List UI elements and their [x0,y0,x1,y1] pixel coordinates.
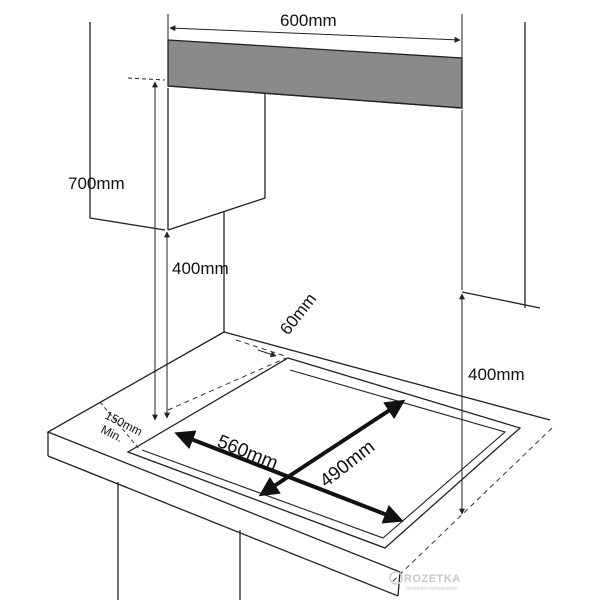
label-400mm-left: 400mm [172,259,229,278]
rozetka-watermark: ROZETKA интернет-супермаркет [389,571,461,592]
range-hood [167,39,463,109]
label-600mm: 600mm [280,11,337,30]
rozetka-logo-icon [389,571,403,585]
label-490mm: 490mm [316,436,379,492]
dim-700-height: 700mm [68,77,166,421]
wall-cabinet [167,88,266,231]
watermark-tagline: интернет-супермаркет [406,586,459,592]
worktop [46,331,551,597]
dim-400-left: 400mm [164,231,229,419]
watermark-brand: ROZETKA [404,573,461,585]
dim-400-right: 400mm [459,110,525,515]
label-700mm: 700mm [68,174,125,193]
left-wall [89,22,166,231]
base-cabinet [117,482,241,600]
dim-600-width: 600mm [167,11,463,58]
right-wall [461,22,541,309]
clearance-dashed-lines [99,339,553,583]
dim-150-clearance: 150mm Min. [99,408,145,445]
label-60mm: 60mm [276,290,320,339]
label-400mm-right: 400mm [468,365,525,384]
label-560mm: 560mm [214,431,281,474]
dim-60-gap: 60mm [257,290,320,358]
dim-490-cutout: 490mm [258,399,406,497]
